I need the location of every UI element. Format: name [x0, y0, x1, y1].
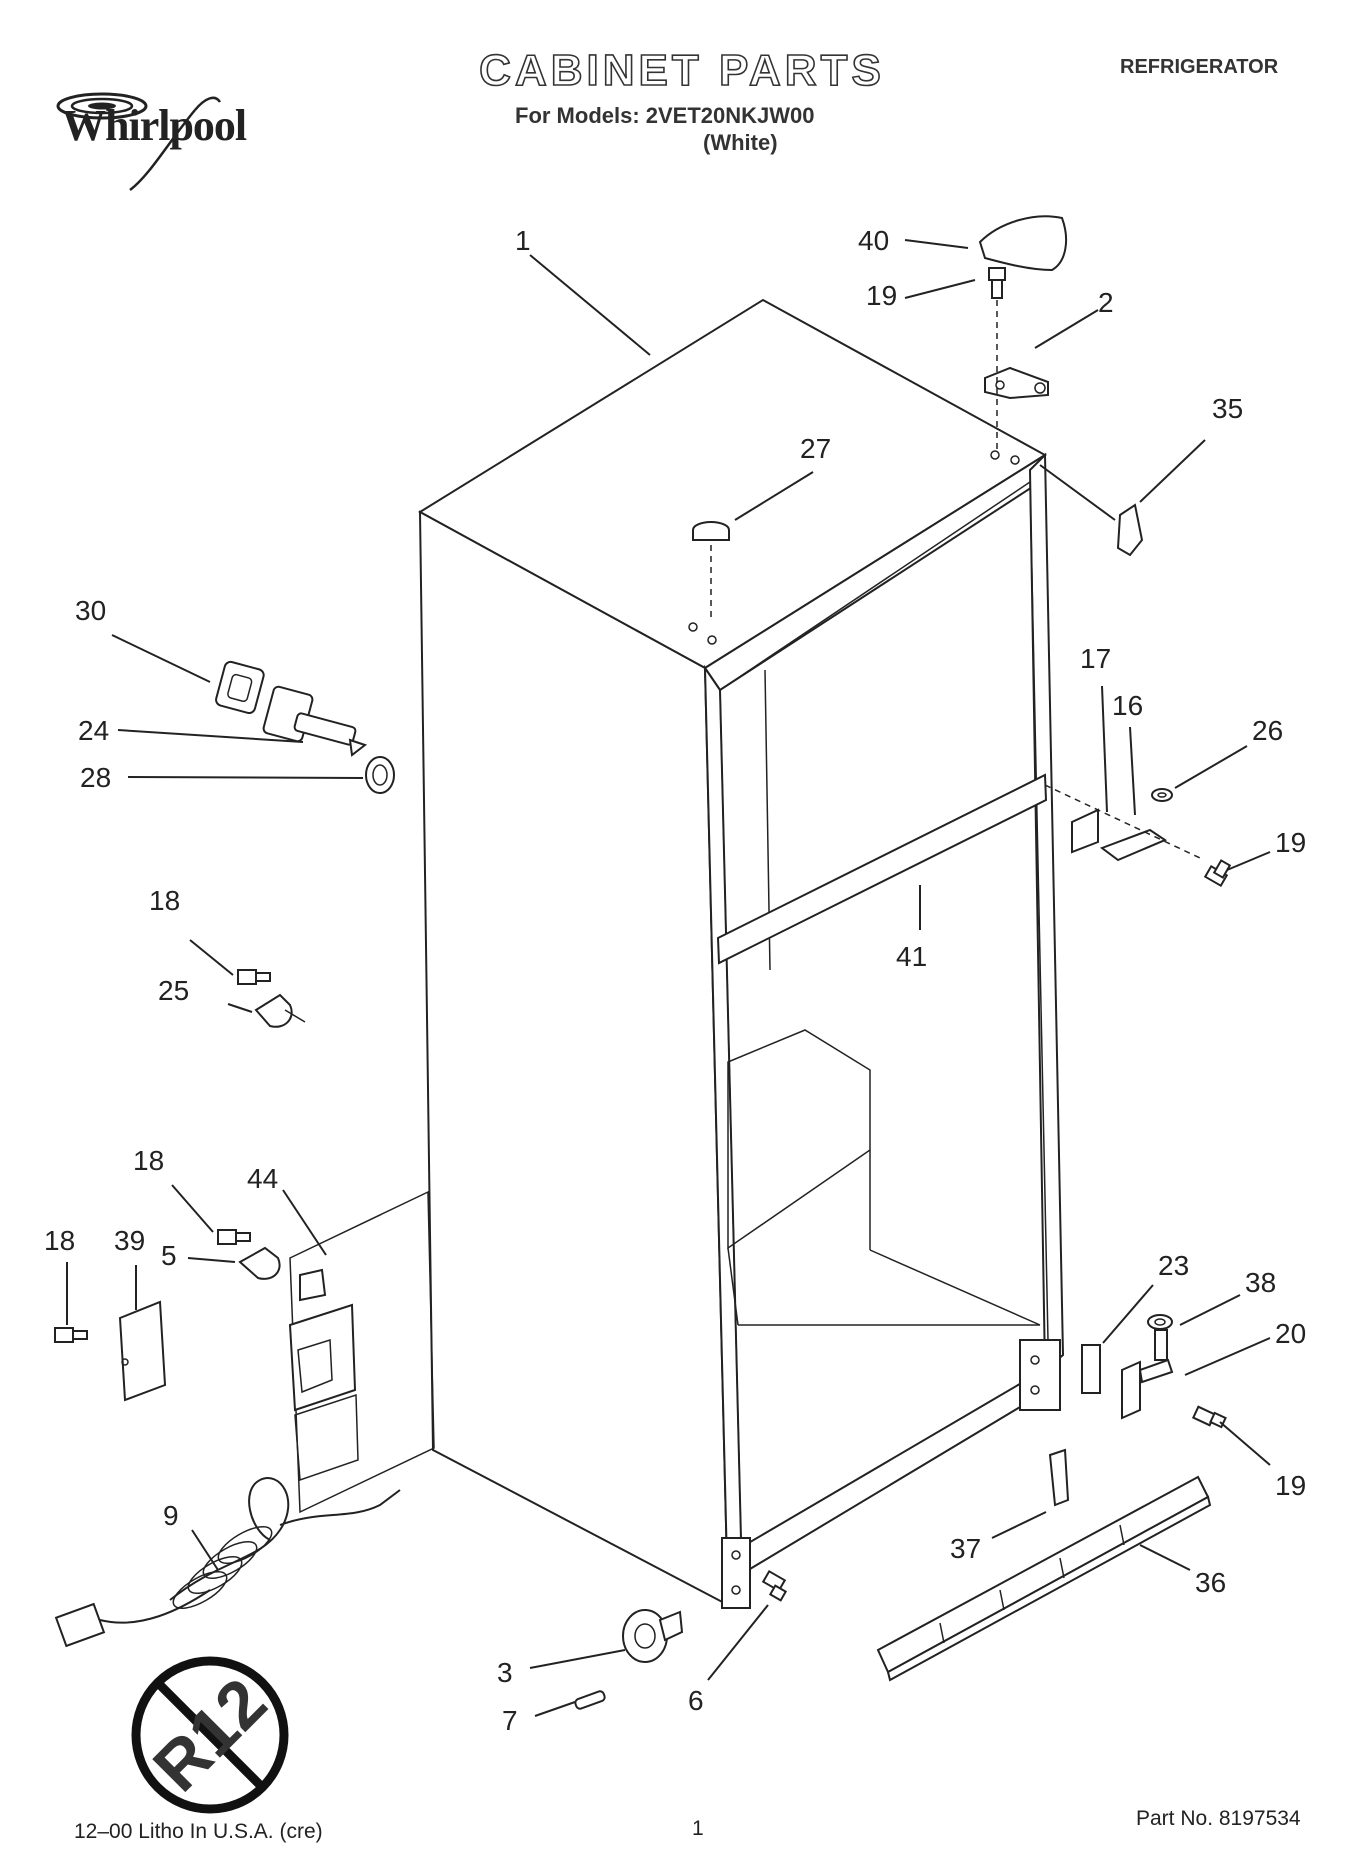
- callout-9: 9: [163, 1500, 179, 1531]
- brand-logo: [56, 92, 222, 191]
- top-hinge: [984, 366, 1049, 400]
- callout-41: 41: [896, 941, 927, 972]
- callout-38: 38: [1245, 1267, 1276, 1298]
- callout-7: 7: [502, 1705, 518, 1736]
- refrigerator-cabinet: [289, 298, 1065, 1609]
- litho-note: 12–00 Litho In U.S.A. (cre): [74, 1820, 323, 1843]
- callout-30: 30: [75, 595, 106, 626]
- callout-1: 1: [515, 225, 531, 256]
- callout-27: 27: [800, 433, 831, 464]
- wire-clip-upper: [237, 969, 306, 1028]
- center-hinge-screw: [1203, 859, 1232, 888]
- callout-2: 2: [1098, 287, 1114, 318]
- part-number: Part No. 8197534: [1136, 1807, 1301, 1830]
- toe-grille: [876, 1475, 1212, 1682]
- plug-button: [692, 521, 730, 541]
- callout-44: 44: [247, 1163, 278, 1194]
- callout-18-upper: 18: [149, 885, 180, 916]
- callout-19-bottom: 19: [1275, 1470, 1306, 1501]
- page-number: 1: [692, 1817, 704, 1840]
- callout-35: 35: [1212, 393, 1243, 424]
- leader-lines: [66, 239, 1271, 1717]
- callout-37: 37: [950, 1533, 981, 1564]
- callout-39: 39: [114, 1225, 145, 1256]
- leveling-roller: [622, 1609, 684, 1663]
- page-title: CABINET PARTS: [478, 45, 885, 96]
- wire-clip-lower: [217, 1229, 281, 1280]
- gasket: [215, 660, 265, 715]
- callout-5: 5: [161, 1240, 177, 1271]
- callout-17: 17: [1080, 643, 1111, 674]
- screw-left: [54, 1327, 88, 1343]
- callout-18-middle: 18: [133, 1145, 164, 1176]
- hinge-cap: [978, 215, 1068, 272]
- models-line: For Models: 2VET20NKJW00: [515, 103, 815, 128]
- callout-25: 25: [158, 975, 189, 1006]
- callout-20: 20: [1275, 1318, 1306, 1349]
- grille-clip: [1048, 1448, 1070, 1507]
- power-cord: [54, 1477, 401, 1648]
- callout-16: 16: [1112, 690, 1143, 721]
- callout-36: 36: [1195, 1567, 1226, 1598]
- roller-pin: [574, 1690, 606, 1710]
- brand-wordmark: Whirlpool: [62, 101, 247, 150]
- callout-6: 6: [688, 1685, 704, 1716]
- bottom-hinge-assembly: [1081, 1314, 1174, 1420]
- appliance-type: REFRIGERATOR: [1120, 56, 1279, 78]
- callout-23: 23: [1158, 1250, 1189, 1281]
- callout-19-top: 19: [866, 280, 897, 311]
- control-knob: [365, 756, 395, 794]
- bottom-hinge-screw: [1191, 1405, 1227, 1429]
- junction-cover: [118, 1300, 167, 1402]
- bracket: [288, 1268, 359, 1482]
- callout-24: 24: [78, 715, 109, 746]
- callout-3: 3: [497, 1657, 513, 1688]
- callout-18-left: 18: [44, 1225, 75, 1256]
- hinge-screw-top: [988, 267, 1006, 299]
- no-r12-badge: R12: [131, 1656, 289, 1814]
- color-line: (White): [703, 130, 778, 155]
- screw-bottom: [761, 1569, 788, 1602]
- callout-28: 28: [80, 762, 111, 793]
- temperature-control: [262, 685, 368, 757]
- callout-19-center: 19: [1275, 827, 1306, 858]
- callout-40: 40: [858, 225, 889, 256]
- hinge-cover: [1116, 503, 1144, 557]
- center-hinge-assembly: [1044, 784, 1201, 862]
- callout-26: 26: [1252, 715, 1283, 746]
- callout-labels: 1 40 19 2 35 27 30 24 28 17 16 26 19 41 …: [44, 225, 1306, 1736]
